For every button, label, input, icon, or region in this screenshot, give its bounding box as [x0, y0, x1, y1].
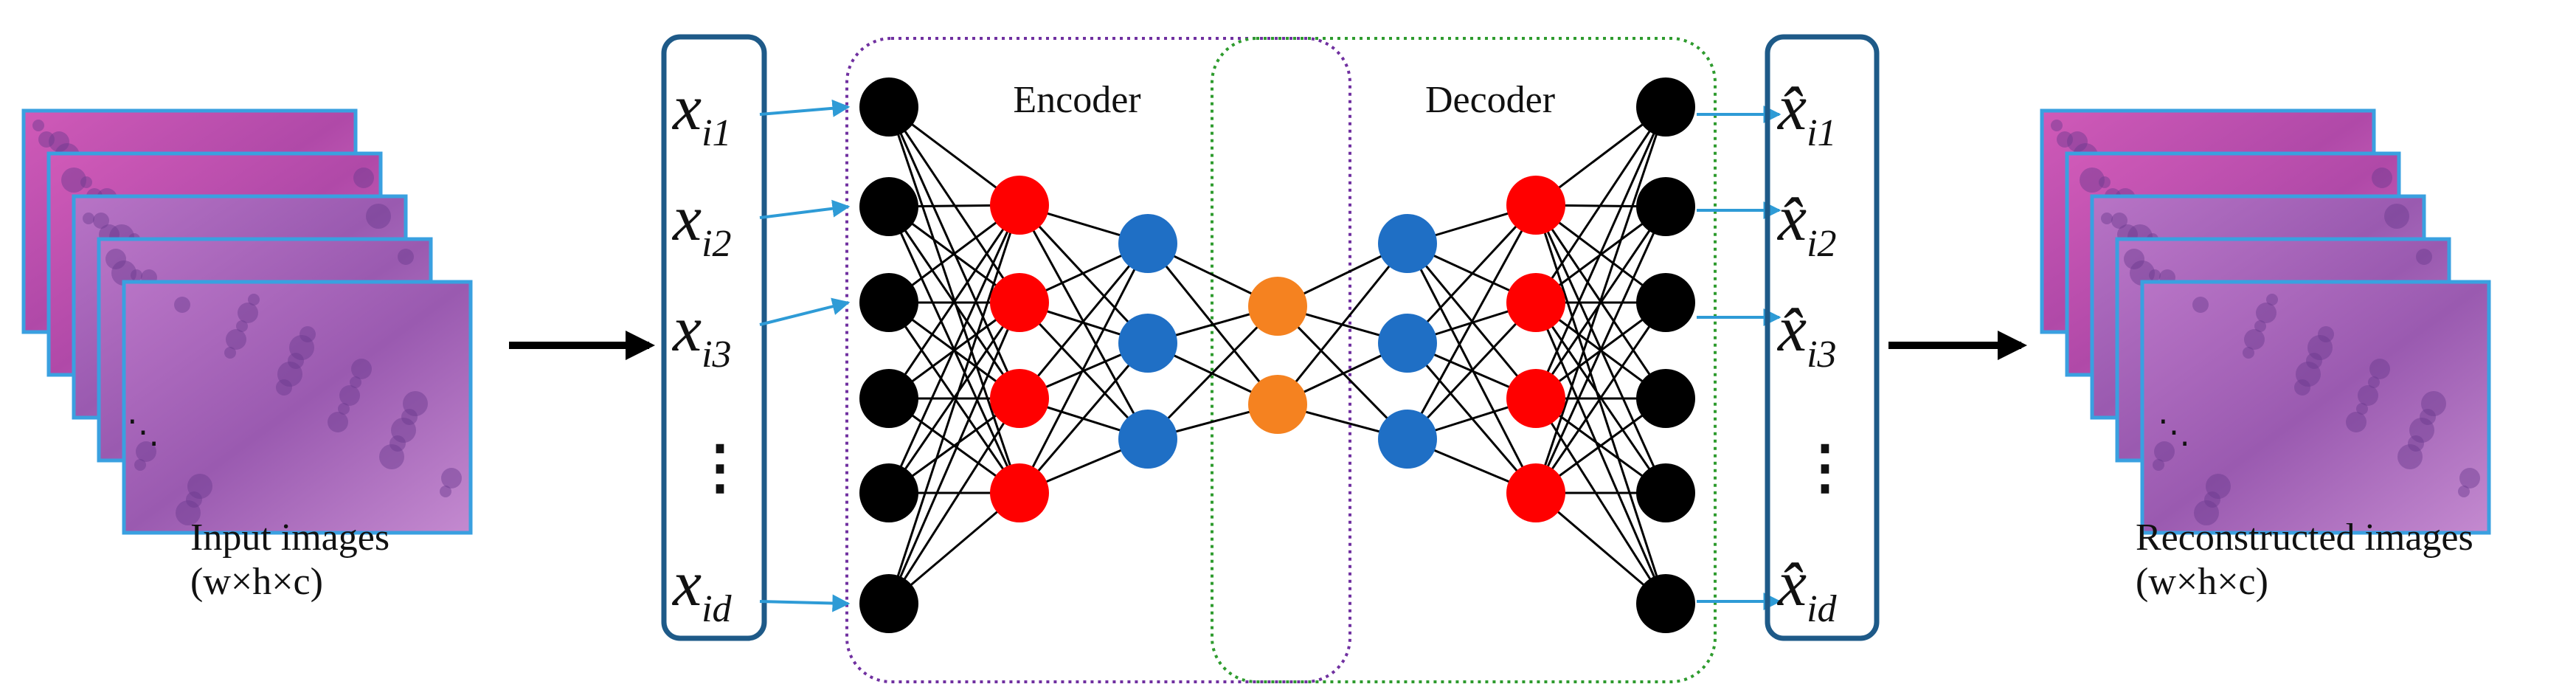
node-output-2 — [1636, 177, 1695, 236]
node-output-1 — [1636, 77, 1695, 137]
input-vector-component-4: xid — [671, 548, 733, 630]
decoder-region — [1211, 37, 1717, 683]
input-vector-component-2: xi2 — [671, 183, 732, 265]
edge-input-to-encoder-hidden-1 — [887, 302, 1021, 604]
edge-input-to-encoder-hidden-1 — [887, 302, 1021, 494]
output-vector-component-3: x̂i3 — [1776, 294, 1837, 376]
input-image-5 — [122, 280, 473, 535]
edge-decoder-hidden-1-to-decoder-hidden-2 — [1406, 301, 1537, 441]
edge-encoder-hidden-1-to-encoder-hidden-2 — [1018, 243, 1149, 399]
input-caption-line1: Input images — [190, 517, 389, 559]
input-caption-line2: (w×h×c) — [190, 561, 323, 603]
input-arrow-4 — [759, 594, 851, 612]
edge-input-to-encoder-hidden-1 — [887, 204, 1021, 399]
input-arrow-1 — [759, 99, 851, 117]
network-nodes — [859, 77, 1695, 633]
input-image-stack — [21, 108, 473, 535]
node-decoder-hidden-1-2 — [1378, 314, 1437, 373]
node-encoder-hidden-2-3 — [1118, 410, 1177, 469]
node-decoder-hidden-2-3 — [1506, 369, 1565, 428]
input-vector-labels: xi1 xi2 xi3 xid ⋮ — [671, 72, 749, 630]
output-vector-vertical-ellipsis: ⋮ — [1796, 435, 1855, 500]
node-input-6 — [859, 574, 918, 633]
edge-decoder-hidden-2-to-output — [1534, 302, 1667, 494]
node-encoder-hidden-1-1 — [990, 176, 1049, 235]
output-vector-component-4: x̂id — [1776, 548, 1838, 630]
node-decoder-hidden-1-1 — [1378, 214, 1437, 273]
node-decoder-hidden-2-4 — [1506, 463, 1565, 522]
edge-decoder-hidden-1-to-decoder-hidden-2 — [1406, 243, 1537, 494]
node-input-3 — [859, 273, 918, 332]
node-input-4 — [859, 369, 918, 428]
edge-decoder-hidden-2-to-output — [1534, 106, 1667, 494]
output-vector-labels: x̂i1 x̂i2 x̂i3 x̂id ⋮ — [1776, 72, 1855, 630]
node-encoder-hidden-2-1 — [1118, 214, 1177, 273]
node-output-3 — [1636, 273, 1695, 332]
node-encoder-hidden-1-3 — [990, 369, 1049, 428]
node-output-4 — [1636, 369, 1695, 428]
input-stack-ellipsis: ⋱ — [127, 414, 159, 450]
node-decoder-hidden-1-3 — [1378, 410, 1437, 469]
output-image-texture — [2153, 294, 2480, 525]
edge-encoder-hidden-2-to-code — [1146, 305, 1279, 441]
input-vector-vertical-ellipsis: ⋮ — [690, 435, 749, 500]
node-encoder-hidden-1-4 — [990, 463, 1049, 522]
node-decoder-hidden-2-2 — [1506, 273, 1565, 332]
edge-decoder-hidden-2-to-output — [1534, 106, 1667, 303]
input-image-texture — [134, 294, 462, 525]
edge-encoder-hidden-1-to-encoder-hidden-2 — [1018, 243, 1149, 494]
edge-input-to-encoder-hidden-1 — [887, 204, 1021, 494]
node-input-5 — [859, 463, 918, 522]
node-input-2 — [859, 177, 918, 236]
node-input-1 — [859, 77, 918, 137]
output-stack-ellipsis: ⋱ — [2158, 414, 2190, 450]
input-arrow-3 — [759, 297, 851, 326]
encoder-region — [845, 37, 1351, 683]
node-code-2 — [1248, 375, 1307, 434]
node-encoder-hidden-2-2 — [1118, 314, 1177, 373]
input-vector-box — [661, 34, 767, 641]
edge-decoder-hidden-2-to-output — [1534, 206, 1667, 494]
encoder-label: Encoder — [1013, 79, 1140, 121]
output-vector-component-1: x̂i1 — [1776, 72, 1837, 154]
edge-encoder-hidden-1-to-encoder-hidden-2 — [1018, 342, 1149, 494]
input-arrow-2 — [759, 199, 851, 219]
output-vector-component-2: x̂i2 — [1776, 183, 1837, 265]
output-caption-line2: (w×h×c) — [2136, 561, 2268, 603]
node-decoder-hidden-2-1 — [1506, 176, 1565, 235]
edge-decoder-hidden-1-to-decoder-hidden-2 — [1406, 204, 1537, 345]
output-vector-box — [1765, 34, 1880, 641]
edge-code-to-decoder-hidden-1 — [1276, 243, 1409, 405]
input-vector-component-1: xi1 — [671, 72, 732, 154]
edge-input-to-encoder-hidden-1 — [887, 398, 1021, 604]
decoder-label: Decoder — [1425, 79, 1555, 121]
input-vector-component-3: xi3 — [671, 294, 732, 376]
vector-arrows — [759, 99, 1782, 612]
node-output-5 — [1636, 463, 1695, 522]
output-image-5 — [2140, 280, 2491, 535]
output-caption-line1: Reconstructed images — [2136, 517, 2473, 559]
node-output-6 — [1636, 574, 1695, 633]
edge-decoder-hidden-2-to-output — [1534, 106, 1667, 399]
edge-input-to-encoder-hidden-1 — [887, 204, 1021, 604]
output-image-stack — [2040, 108, 2491, 535]
node-code-1 — [1248, 277, 1307, 336]
edge-decoder-hidden-1-to-decoder-hidden-2 — [1406, 204, 1537, 440]
edge-decoder-hidden-2-to-output — [1534, 302, 1667, 604]
node-encoder-hidden-1-2 — [990, 273, 1049, 332]
edge-decoder-hidden-2-to-output — [1534, 398, 1667, 604]
